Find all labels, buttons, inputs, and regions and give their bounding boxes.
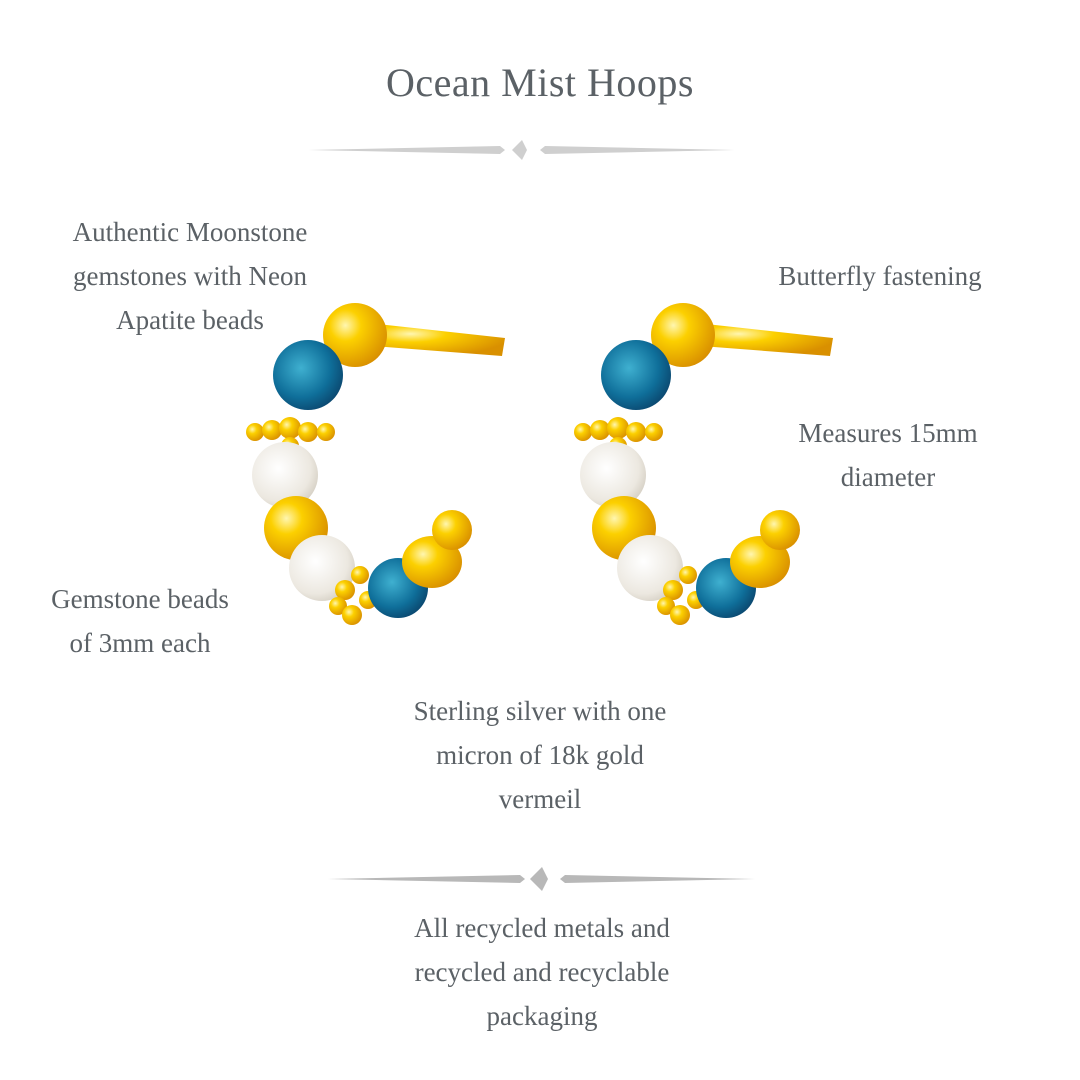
label-gemstones: Authentic Moonstone gemstones with Neon … <box>72 217 308 335</box>
divider-top <box>308 140 735 160</box>
label-fastening: Butterfly fastening <box>778 261 982 291</box>
page-title: Ocean Mist Hoops <box>386 60 694 105</box>
left-earring-image <box>246 303 505 625</box>
divider-bottom <box>328 867 755 891</box>
label-diameter: Measures 15mm diameter <box>798 418 978 492</box>
label-sustainability: All recycled metals and recycled and rec… <box>414 913 670 1031</box>
label-material: Sterling silver with one micron of 18k g… <box>413 696 667 814</box>
label-bead-size: Gemstone beads of 3mm each <box>51 584 229 658</box>
